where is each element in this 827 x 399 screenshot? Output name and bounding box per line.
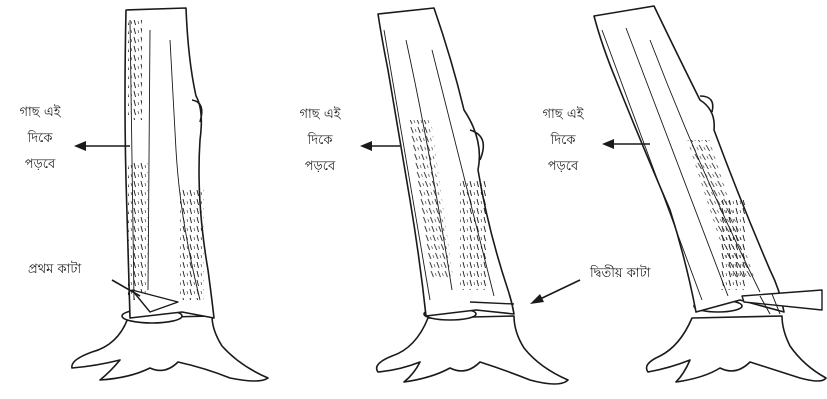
panel-3-fall-label: গাছ এই দিকে পড়বে: [528, 102, 598, 180]
panel-1-fall-label-line-2: দিকে: [10, 126, 70, 152]
panel-2-cut-arrowhead: [530, 294, 544, 304]
panel-1-roots: [72, 316, 268, 381]
panel-3-fall-label-line-1: গাছ এই: [528, 102, 598, 128]
panel-1-fall-label-line-1: গাছ এই: [10, 100, 70, 126]
panel-2-fall-label: গাছ এই দিকে পড়বে: [285, 102, 355, 180]
panel-3-fall-arrowhead: [602, 139, 614, 149]
second-cut-label: দ্বিতীয় কাটা: [590, 264, 650, 285]
panel-3-fall-label-line-2: দিকে: [528, 128, 598, 154]
panel-3-roots: [647, 316, 827, 382]
panel-2-fall-label-line-3: পড়বে: [285, 154, 355, 180]
panel-2-cut-arrow-line: [538, 280, 580, 300]
panel-1-tree: [72, 8, 268, 381]
panel-1-fall-label: গাছ এই দিকে পড়বে: [10, 100, 70, 178]
panel-1-fall-arrowhead: [74, 141, 86, 151]
panel-3-tree: [594, 6, 826, 382]
panel-2-fall-label-line-2: দিকে: [285, 128, 355, 154]
panel-2-tree: [377, 8, 568, 384]
panel-2-roots: [377, 316, 568, 384]
panel-3-fall-label-line-3: পড়বে: [528, 154, 598, 180]
panel-1-fall-label-line-3: পড়বে: [10, 152, 70, 178]
panel-2-fall-arrowhead: [360, 141, 372, 151]
first-cut-label: প্রথম কাটা: [28, 260, 81, 281]
panel-2-fall-label-line-1: গাছ এই: [285, 102, 355, 128]
